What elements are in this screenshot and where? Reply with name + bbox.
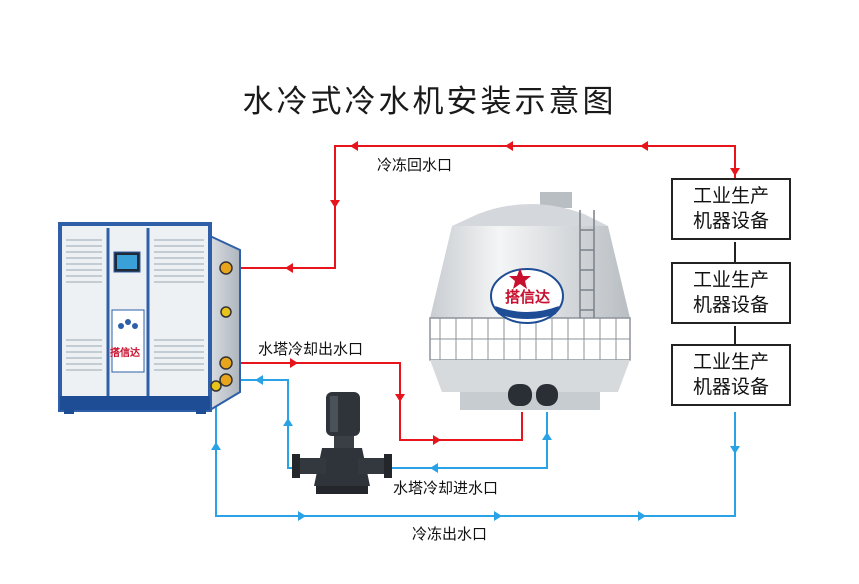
label-chilled-return: 冷冻回水口 bbox=[377, 156, 453, 174]
equipment-line-1: 工业生产 bbox=[692, 185, 769, 207]
equipment-box-1: 工业生产 机器设备 bbox=[671, 178, 791, 240]
label-tower-cooling-outlet: 水塔冷却出水口 bbox=[258, 340, 364, 358]
cooling-tower-icon bbox=[429, 192, 631, 410]
tower-outlet-line bbox=[238, 362, 523, 441]
equipment-box-2: 工业生产 机器设备 bbox=[671, 262, 791, 324]
equipment-line-2: 机器设备 bbox=[692, 376, 769, 398]
label-tower-cooling-inlet: 水塔冷却进水口 bbox=[393, 479, 499, 497]
label-chilled-outlet: 冷冻出水口 bbox=[412, 525, 488, 543]
tower-outlet-arrows bbox=[290, 358, 441, 445]
equipment-line-2: 机器设备 bbox=[692, 294, 769, 316]
chiller-brand-label: 搭信达 bbox=[110, 348, 140, 359]
equipment-line-1: 工业生产 bbox=[692, 269, 769, 291]
tower-inlet-arrows bbox=[255, 375, 552, 473]
equipment-box-3: 工业生产 机器设备 bbox=[671, 344, 791, 406]
chilled-return-line bbox=[238, 145, 736, 269]
tower-brand-label: 搭信达 bbox=[505, 288, 551, 306]
equipment-line-2: 机器设备 bbox=[692, 210, 769, 232]
chilled-outlet-line bbox=[215, 396, 736, 517]
chilled-return-arrows bbox=[285, 141, 740, 273]
water-cooled-chiller-icon bbox=[58, 222, 241, 414]
vertical-pump-icon bbox=[292, 392, 392, 494]
tower-inlet-line bbox=[238, 379, 548, 469]
page-title: 水冷式冷水机安装示意图 bbox=[242, 84, 617, 120]
equipment-line-1: 工业生产 bbox=[692, 351, 769, 373]
chilled-outlet-arrows bbox=[211, 442, 740, 521]
